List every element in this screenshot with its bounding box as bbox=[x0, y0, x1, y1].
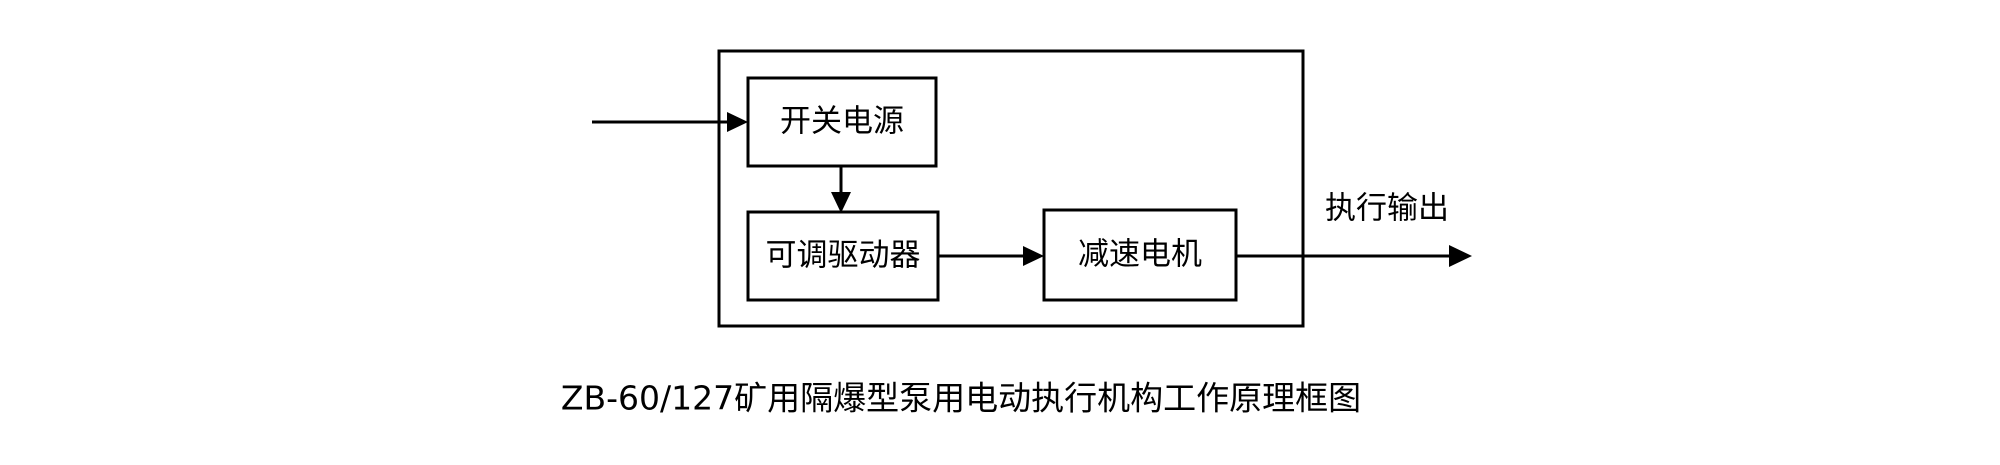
power-input-arrowhead-icon bbox=[727, 112, 748, 132]
block-switching-power-supply: 开关电源 bbox=[746, 76, 938, 168]
motor-to-output-arrowhead-icon bbox=[1449, 245, 1472, 267]
enclosure-boundary bbox=[717, 49, 1305, 328]
switching-power-supply-box bbox=[746, 76, 938, 168]
actuator-output-label: 执行输出 bbox=[1325, 191, 1449, 227]
connector-supply-to-driver bbox=[831, 166, 851, 213]
adjustable-driver-label: 可调驱动器 bbox=[766, 238, 921, 274]
connector-driver-to-motor bbox=[938, 246, 1044, 266]
block-gear-motor: 减速电机 bbox=[1042, 208, 1238, 302]
connector-power-input bbox=[592, 112, 748, 132]
driver-to-motor-arrowhead-icon bbox=[1023, 246, 1044, 266]
gear-motor-label: 减速电机 bbox=[1078, 237, 1202, 273]
connector-motor-to-output bbox=[1236, 245, 1472, 267]
block-adjustable-driver: 可调驱动器 bbox=[746, 210, 940, 302]
supply-to-driver-arrowhead-icon bbox=[831, 192, 851, 213]
figure-caption: ZB-60/127矿用隔爆型泵用电动执行机构工作原理框图 bbox=[561, 379, 1361, 418]
switching-power-supply-label: 开关电源 bbox=[780, 104, 904, 140]
